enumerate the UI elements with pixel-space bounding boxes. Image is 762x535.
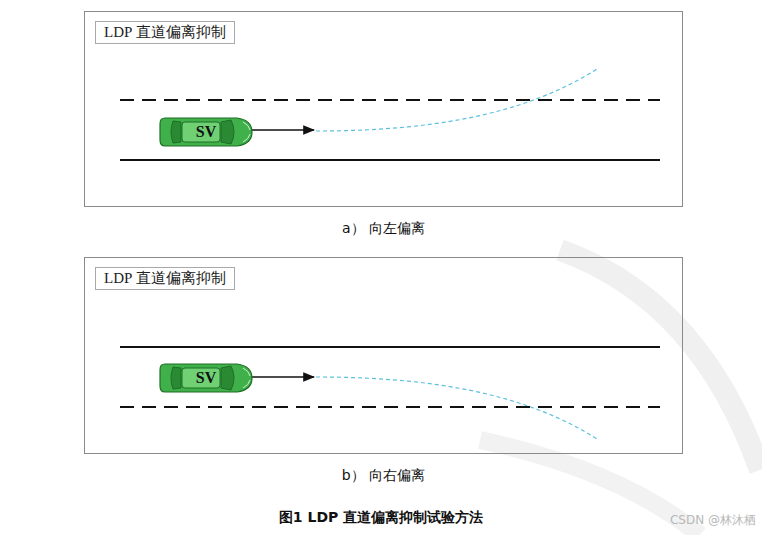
heading-arrow: [250, 376, 314, 378]
panel-title: LDP 直道偏离抑制: [104, 22, 226, 43]
dashed-lane-line: [120, 406, 660, 408]
dashed-lane-line: [120, 99, 660, 101]
background-swoosh: [480, 440, 700, 535]
departure-path: [316, 377, 597, 439]
background-swoosh: [560, 250, 760, 470]
panel-caption: b） 向右偏离: [85, 467, 682, 485]
vehicle-label: SV: [159, 116, 253, 148]
vehicle-label: SV: [159, 362, 253, 394]
heading-arrow: [250, 129, 314, 131]
test-panel: b） 向右偏离LDP 直道偏离抑制SV: [84, 257, 683, 454]
subject-vehicle: SV: [159, 362, 253, 394]
watermark: CSDN @林沐栖: [670, 512, 756, 529]
subject-vehicle: SV: [159, 116, 253, 148]
title-tag: LDP 直道偏离抑制: [95, 21, 235, 44]
panel-title: LDP 直道偏离抑制: [104, 268, 226, 289]
solid-lane-line: [120, 346, 660, 348]
title-tag: LDP 直道偏离抑制: [95, 267, 235, 290]
departure-path: [316, 69, 597, 131]
test-panel: a） 向左偏离LDP 直道偏离抑制SV: [84, 11, 683, 207]
panel-caption: a） 向左偏离: [85, 220, 682, 238]
solid-lane-line: [120, 159, 660, 161]
figure-caption: 图1 LDP 直道偏离抑制试验方法: [0, 509, 762, 527]
